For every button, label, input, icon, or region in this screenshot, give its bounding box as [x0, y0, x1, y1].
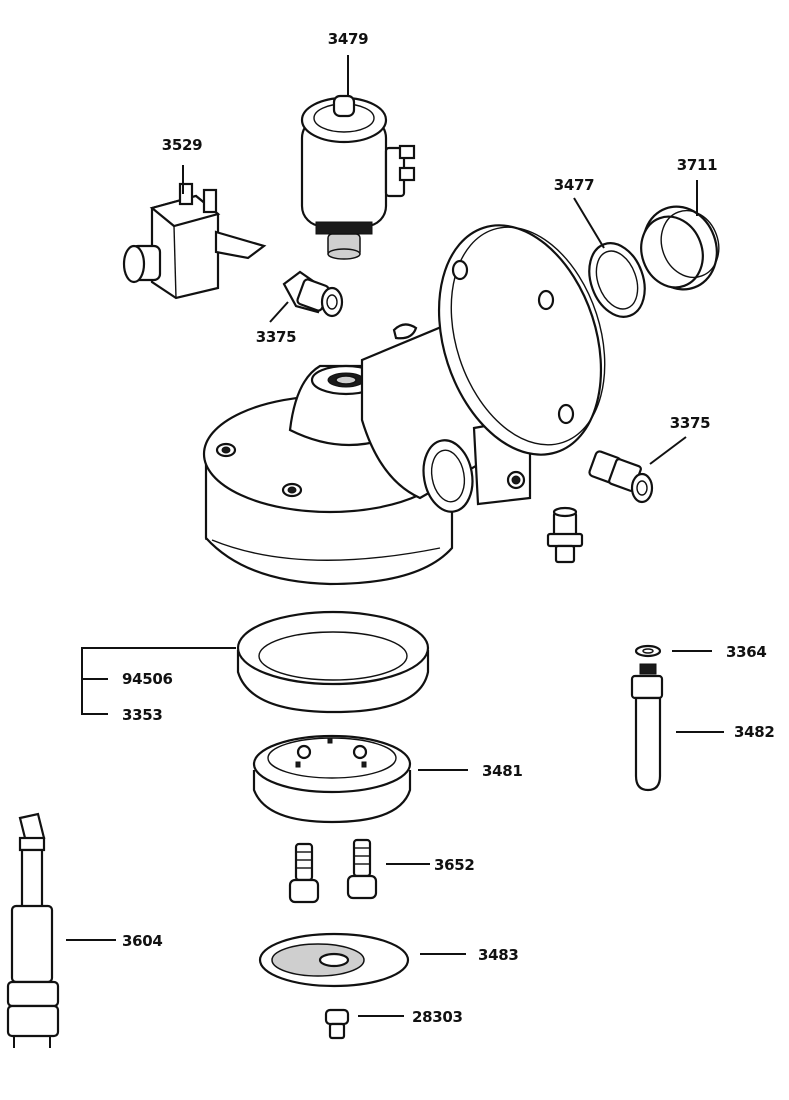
- cap-part: [640, 205, 720, 291]
- switch-part: [122, 182, 267, 300]
- shower-screen-part: [258, 932, 410, 988]
- fitting-part-right: [588, 450, 654, 504]
- fitting-part-upper: [282, 270, 344, 318]
- callout-3477: 3477: [554, 176, 595, 194]
- element-part: [6, 812, 60, 1048]
- callout-labels: 3479 3529 3477 3711 3375 3375 94506 3353…: [122, 30, 775, 1026]
- gasket-ring-part: [236, 610, 430, 714]
- callout-3483: 3483: [478, 946, 519, 964]
- callout-3375-right: 3375: [670, 414, 711, 432]
- brew-group-body: [202, 224, 606, 586]
- shower-holder-part: [252, 734, 412, 824]
- callout-3364: 3364: [726, 643, 767, 661]
- callout-3479: 3479: [328, 30, 369, 48]
- callout-3711: 3711: [677, 156, 718, 174]
- probe-part: [630, 644, 664, 792]
- callout-3481: 3481: [482, 762, 523, 780]
- small-screw-part: [324, 1008, 350, 1040]
- fitting-part-lower: [546, 506, 584, 564]
- screw-part-left: [288, 842, 320, 904]
- callout-3529: 3529: [162, 136, 203, 154]
- screw-part-right: [346, 838, 378, 900]
- callout-28303: 28303: [412, 1008, 463, 1026]
- callout-3353: 3353: [122, 706, 163, 724]
- callout-94506: 94506: [122, 670, 173, 688]
- gasket-part: [588, 242, 646, 318]
- callout-3604: 3604: [122, 932, 163, 950]
- callout-3482: 3482: [734, 723, 775, 741]
- solenoid-coil-part: [300, 94, 416, 260]
- callout-3652: 3652: [434, 856, 475, 874]
- callout-3375-upper: 3375: [256, 328, 297, 346]
- leader-lines: [66, 55, 724, 1017]
